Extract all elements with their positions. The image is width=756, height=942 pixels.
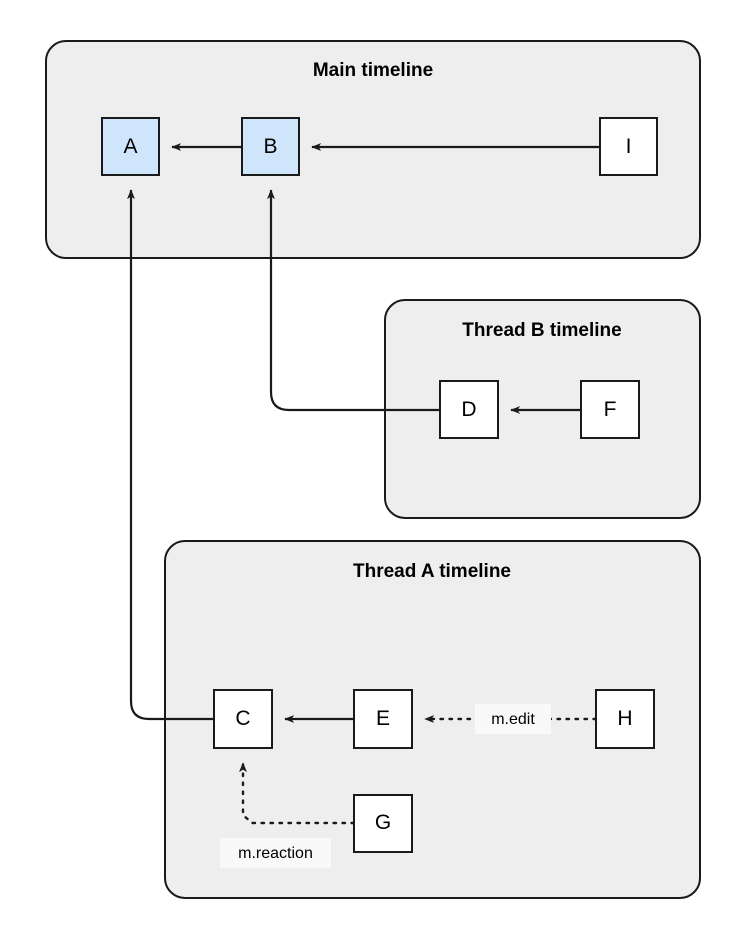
node-i[interactable]: I [599, 117, 658, 176]
node-h-box[interactable] [595, 689, 655, 749]
node-a-box[interactable] [101, 117, 160, 176]
node-a-label: A [123, 135, 137, 158]
edge-label-m-reaction: m.reaction [220, 838, 331, 868]
node-b-label: B [263, 135, 277, 158]
node-e[interactable]: E [353, 689, 413, 749]
node-f-label: F [604, 398, 617, 421]
group-main-timeline-box [45, 40, 701, 259]
node-f[interactable]: F [580, 380, 640, 439]
edge-label-m-reaction-text: m.reaction [238, 845, 313, 862]
node-g-box[interactable] [353, 794, 413, 853]
group-thread-b-timeline-title: Thread B timeline [462, 320, 621, 341]
node-h[interactable]: H [595, 689, 655, 749]
node-e-box[interactable] [353, 689, 413, 749]
edge-label-m-edit-backing [475, 704, 551, 734]
node-i-label: I [626, 135, 632, 158]
node-d-box[interactable] [439, 380, 499, 439]
node-d[interactable]: D [439, 380, 499, 439]
node-c-box[interactable] [213, 689, 273, 749]
group-main-timeline: Main timeline [45, 40, 701, 259]
node-d-label: D [461, 398, 476, 421]
edge-d-to-b [267, 189, 440, 412]
group-thread-a-timeline-title: Thread A timeline [353, 561, 511, 582]
node-h-label: H [617, 707, 632, 730]
group-main-timeline-title: Main timeline [313, 60, 433, 81]
edge-label-m-reaction-backing [220, 838, 331, 868]
node-b[interactable]: B [241, 117, 300, 176]
node-a[interactable]: A [101, 117, 160, 176]
edge-c-to-a [127, 189, 214, 721]
node-c-label: C [235, 707, 250, 730]
node-b-box[interactable] [241, 117, 300, 176]
node-i-box[interactable] [599, 117, 658, 176]
node-e-label: E [376, 707, 390, 730]
node-f-box[interactable] [580, 380, 640, 439]
node-c[interactable]: C [213, 689, 273, 749]
edge-label-m-edit-text: m.edit [491, 711, 535, 728]
edge-g-to-c [239, 761, 356, 825]
node-g-label: G [375, 811, 391, 834]
node-g[interactable]: G [353, 794, 413, 853]
edge-label-m-edit: m.edit [475, 704, 551, 734]
